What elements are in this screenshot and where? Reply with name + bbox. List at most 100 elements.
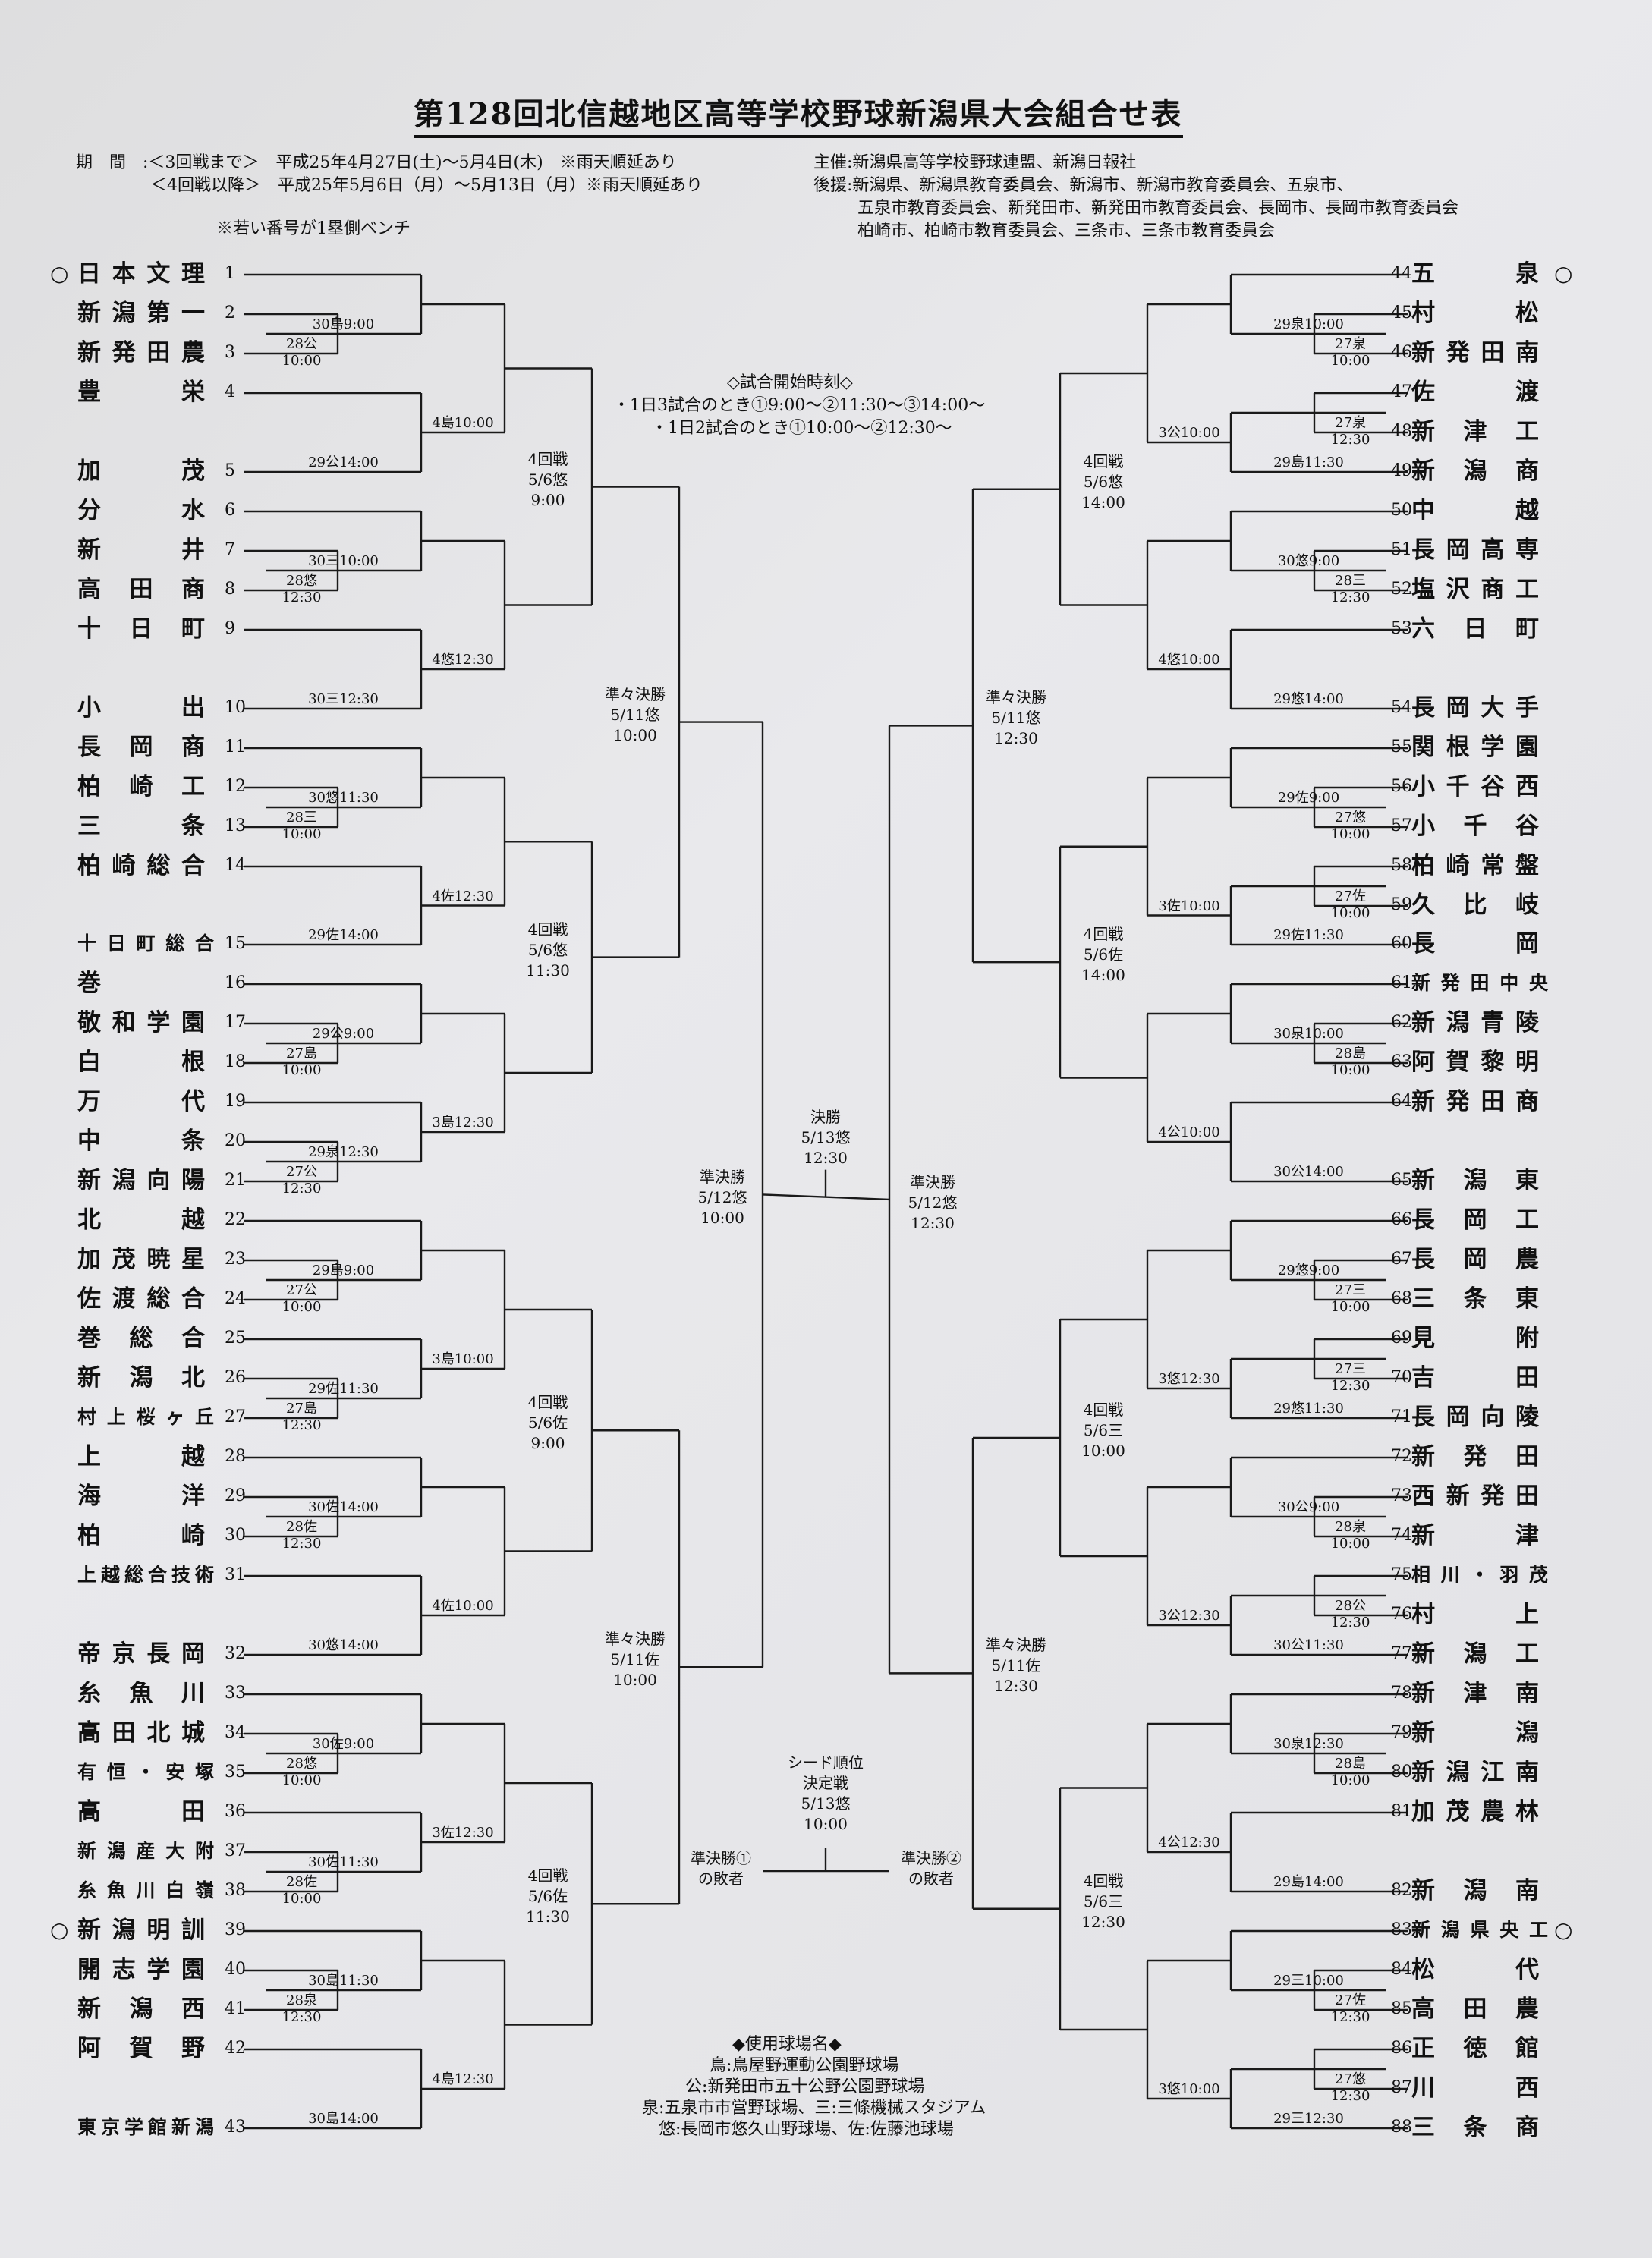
team-number-54: 54 [1391,698,1412,717]
left-qf-name: 準々決勝 [605,1630,666,1649]
left-r2-label: 30佐9:00 [312,1736,375,1752]
team-number-41: 41 [225,1999,246,2018]
left-r1-label: 27島10:00 [282,1046,322,1078]
team-name-42: 阿賀野 [77,2035,206,2062]
organizer-line-4: 柏崎市、柏崎市教育委員会、三条市、三条市教育委員会 [857,222,1276,241]
team-number-13: 13 [225,816,246,835]
left-sf-date: 5/12悠 [697,1188,747,1207]
team-name-30: 柏崎 [77,1522,206,1549]
right-r2-label: 30公11:30 [1273,1637,1344,1653]
seed-mark: ○ [50,1917,69,1942]
seed-decider-name-2: 決定戦 [803,1774,848,1792]
team-number-53: 53 [1391,619,1412,638]
team-number-15: 15 [225,934,246,953]
team-number-38: 38 [225,1881,246,1900]
left-qf-name: 準々決勝 [605,684,666,703]
team-number-82: 82 [1391,1881,1412,1900]
team-number-30: 30 [225,1526,246,1545]
team-name-84: 松代 [1411,1956,1540,1983]
left-r4-time: 9:00 [530,490,565,509]
team-name-11: 長岡商 [77,734,206,761]
team-name-1: 日本文理 [77,260,206,288]
team-number-42: 42 [225,2039,246,2058]
team-number-67: 67 [1391,1250,1412,1269]
left-qf-date: 5/11佐 [610,1650,660,1669]
left-r3-label: 3島12:30 [432,1115,494,1131]
right-r1-label: 28島10:00 [1330,1756,1370,1788]
team-number-49: 49 [1391,461,1412,480]
venue-line-2: 公:新発田市五十公野公園野球場 [685,2077,925,2096]
seed-decider-time: 10:00 [804,1815,848,1833]
team-number-6: 6 [225,501,235,520]
left-r2-label: 30佐11:30 [308,1854,379,1870]
team-name-18: 白根 [77,1049,206,1076]
right-qf-time: 12:30 [994,1677,1038,1696]
seed-decider-name-1: シード順位 [788,1753,864,1772]
right-r2-label: 29島14:00 [1273,1874,1344,1890]
team-name-56: 小千谷西 [1411,773,1540,800]
team-number-28: 28 [225,1447,246,1466]
right-sf-date: 5/12悠 [908,1193,958,1212]
right-r4-date: 5/6三 [1083,1892,1124,1910]
team-number-36: 36 [225,1802,246,1821]
team-name-60: 長岡 [1411,930,1540,958]
team-name-24: 佐渡総合 [77,1285,206,1313]
team-name-47: 佐渡 [1411,379,1540,406]
venue-line-4: 悠:長岡市悠久山野球場、佐:佐藤池球場 [659,2120,954,2139]
left-qf-date: 5/11悠 [610,705,660,724]
team-name-68: 三条東 [1411,1285,1540,1313]
team-name-28: 上越 [77,1443,206,1470]
team-name-38: 糸魚川白嶺 [77,1879,214,1901]
left-r1-label: 28泉12:30 [282,1992,322,2025]
team-name-67: 長岡農 [1411,1246,1540,1273]
right-r1-label: 27佐10:00 [1330,888,1370,921]
team-number-1: 1 [225,264,235,283]
seed-mark: ○ [1554,261,1573,286]
team-number-35: 35 [225,1763,246,1782]
left-qf-time: 10:00 [613,725,657,744]
team-number-4: 4 [225,382,235,401]
left-r4-date: 5/6佐 [527,1887,568,1906]
left-r4-time: 11:30 [526,1907,570,1926]
team-name-65: 新潟東 [1411,1167,1540,1194]
right-r3-label: 3公10:00 [1158,425,1220,441]
left-r2-label: 29佐14:00 [308,927,379,943]
team-number-64: 64 [1391,1092,1412,1111]
left-r1-label: 27公12:30 [282,1164,322,1197]
team-name-70: 吉田 [1411,1364,1540,1392]
team-name-80: 新潟江南 [1411,1759,1540,1786]
right-r2-label: 29泉10:00 [1273,316,1344,332]
left-r4-date: 5/6悠 [527,940,568,959]
team-number-29: 29 [225,1486,246,1505]
team-name-10: 小出 [77,694,206,722]
left-r2-label: 30島14:00 [308,2111,379,2127]
team-number-11: 11 [225,737,246,756]
team-number-74: 74 [1391,1526,1412,1545]
team-number-87: 87 [1391,2078,1412,2097]
team-number-32: 32 [225,1644,246,1663]
team-number-78: 78 [1391,1684,1412,1703]
team-name-51: 長岡高専 [1411,536,1540,564]
team-number-57: 57 [1391,816,1412,835]
team-name-81: 加茂農林 [1411,1798,1540,1826]
team-name-33: 糸魚川 [77,1680,206,1707]
right-r4-date: 5/6佐 [1083,945,1124,964]
left-r4-name: 4回戦 [527,920,568,939]
right-r3-label: 3公12:30 [1158,1608,1220,1624]
team-number-17: 17 [225,1013,246,1032]
organizer-line-1: 主催:新潟県高等学校野球連盟、新潟日報社 [813,153,1137,172]
left-r1-label: 28悠12:30 [282,573,322,605]
page-title: 第128回北信越地区高等学校野球新潟県大会組合せ表 [414,90,1183,138]
team-name-77: 新潟工 [1411,1640,1540,1668]
period-line-1: :＜3回戦まで＞ 平成25年4月27日(土)～5月4日(木) ※雨天順延あり [143,153,677,172]
team-name-4: 豊栄 [77,379,206,406]
left-r2-label: 29公14:00 [308,454,379,470]
right-r1-label: 27三10:00 [1330,1282,1370,1315]
team-name-53: 六日町 [1411,615,1540,643]
team-name-35: 有恒・安塚 [77,1761,214,1783]
right-r3-label: 3佐10:00 [1158,898,1220,914]
left-sf-time: 10:00 [700,1209,744,1228]
team-number-7: 7 [225,540,235,559]
seed-mark: ○ [50,261,69,286]
left-r2-label: 29島9:00 [312,1263,375,1278]
